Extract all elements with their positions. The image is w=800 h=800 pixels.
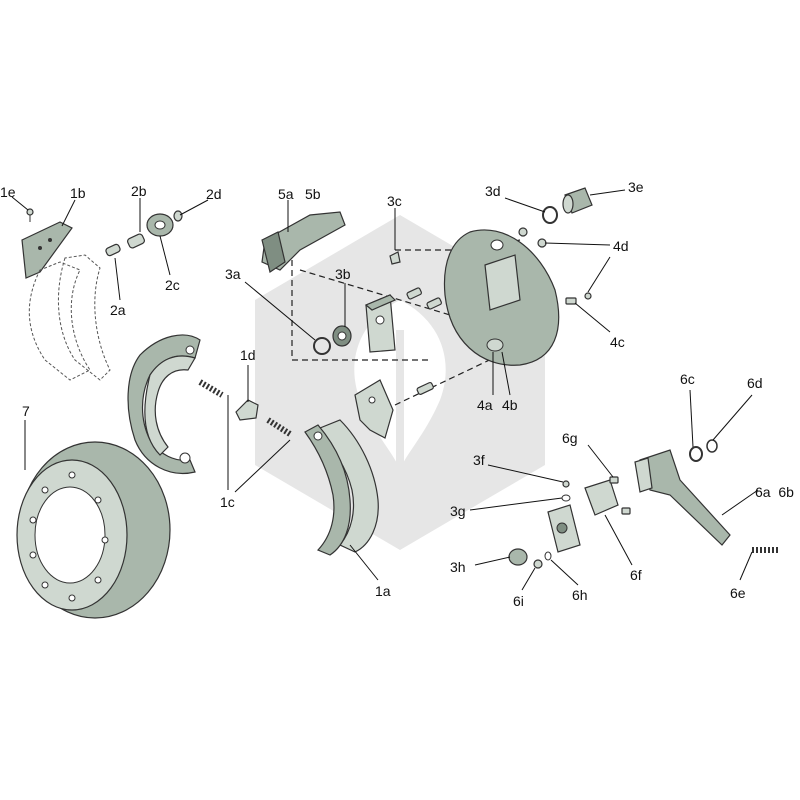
label-1e: 1e xyxy=(0,184,16,200)
part-3f-3g xyxy=(561,480,571,502)
label-2b: 2b xyxy=(131,183,147,199)
part-6a-6b-slack-adjuster xyxy=(634,449,731,546)
part-1c-spring xyxy=(266,417,292,437)
label-4b: 4b xyxy=(502,397,518,413)
part-2a xyxy=(105,243,121,257)
label-6g: 6g xyxy=(562,430,578,446)
lower-bracket xyxy=(354,379,394,439)
part-3b-bearing xyxy=(332,325,352,347)
label-2c: 2c xyxy=(165,277,180,293)
part-4a-4b-backing-plate xyxy=(443,229,560,366)
part-3e-boot xyxy=(562,187,593,214)
label-3c: 3c xyxy=(387,193,402,209)
label-3e: 3e xyxy=(628,179,644,195)
ghost-shoe-outline xyxy=(28,254,111,381)
label-6a-6b: 6a 6b xyxy=(755,484,794,500)
label-1b: 1b xyxy=(70,185,86,201)
spring-upper xyxy=(198,379,224,398)
part-6f-plate xyxy=(547,479,619,553)
label-6f: 6f xyxy=(630,567,642,583)
label-4d: 4d xyxy=(613,238,629,254)
part-3c xyxy=(389,251,401,265)
label-1a: 1a xyxy=(375,583,391,599)
part-2d xyxy=(173,210,183,222)
camshaft-bracket xyxy=(364,294,397,353)
label-3h: 3h xyxy=(450,559,466,575)
part-6c-ring xyxy=(689,446,703,462)
label-1d: 1d xyxy=(240,347,256,363)
label-3g: 3g xyxy=(450,503,466,519)
part-3a-ring xyxy=(313,337,331,355)
label-1c: 1c xyxy=(220,494,235,510)
label-7: 7 xyxy=(22,403,30,419)
part-4d xyxy=(518,227,592,300)
label-4a: 4a xyxy=(477,397,493,413)
label-5a: 5a xyxy=(278,186,294,202)
part-6h-washer xyxy=(544,551,552,561)
label-3b: 3b xyxy=(335,266,351,282)
label-2d: 2d xyxy=(206,186,222,202)
part-labels: 1e 1b 2b 2d 2c 2a 5a 5b 3c 3a 3b 3d 3e 4… xyxy=(0,179,794,609)
part-5a-5b-camshaft xyxy=(261,211,346,273)
label-3f: 3f xyxy=(473,452,485,468)
leader-lines xyxy=(11,189,759,591)
part-2b xyxy=(127,233,145,249)
label-2a: 2a xyxy=(110,302,126,318)
part-6g-bolts xyxy=(609,476,631,515)
label-6c: 6c xyxy=(680,371,695,387)
part-1e xyxy=(26,208,34,222)
part-3d-ring xyxy=(542,206,558,224)
label-3d: 3d xyxy=(485,183,501,199)
label-6h: 6h xyxy=(572,587,588,603)
brake-shoe-upper xyxy=(127,334,201,474)
part-1b xyxy=(21,221,73,279)
part-1d-clip xyxy=(235,399,259,421)
label-6e: 6e xyxy=(730,585,746,601)
label-5b: 5b xyxy=(305,186,321,202)
fittings xyxy=(406,287,442,395)
part-3h-cap xyxy=(508,548,528,566)
part-6i-nut xyxy=(533,559,543,569)
part-7-brake-drum xyxy=(16,441,171,619)
label-6d: 6d xyxy=(747,375,763,391)
label-6i: 6i xyxy=(513,593,524,609)
part-4c xyxy=(565,297,577,305)
part-6d-ring xyxy=(706,439,718,453)
part-2c xyxy=(146,213,174,237)
label-3a: 3a xyxy=(225,266,241,282)
label-4c: 4c xyxy=(610,334,625,350)
